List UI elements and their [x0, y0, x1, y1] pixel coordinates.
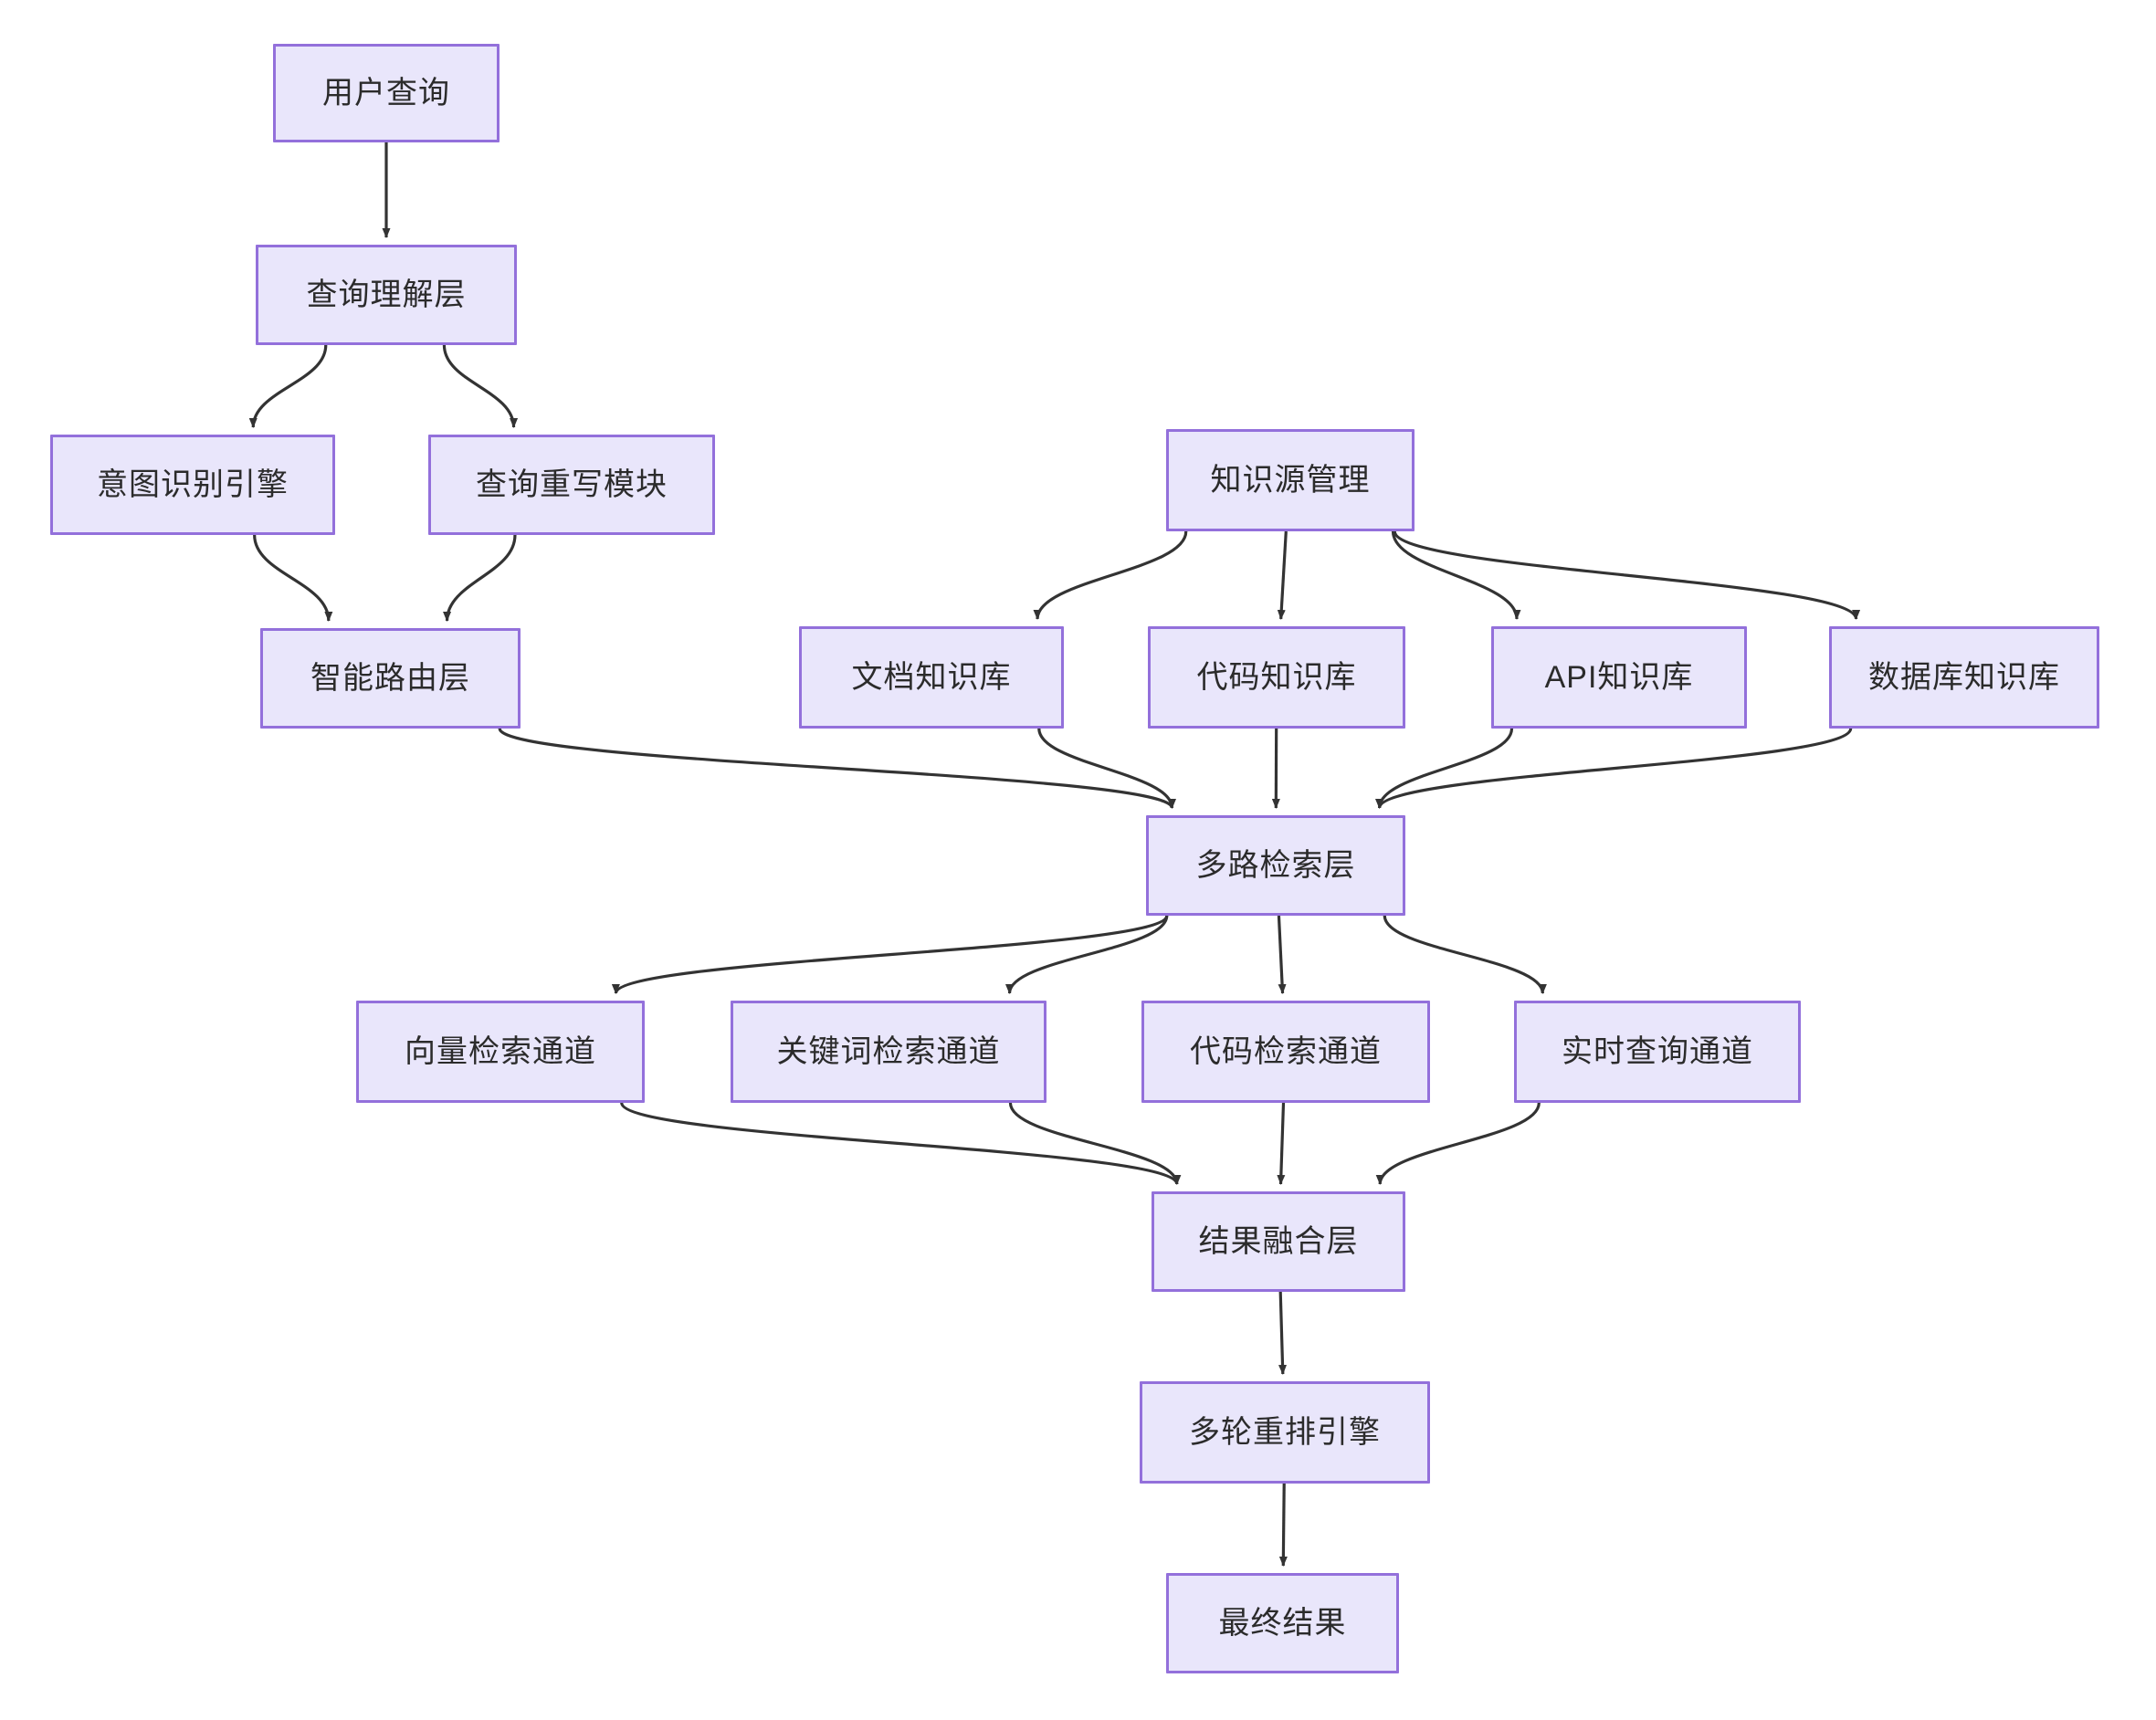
- edge-intent_engine-to-smart_router: [253, 534, 333, 622]
- node-label: 关键词检索通道: [776, 1033, 1001, 1069]
- edge-query_understand-to-query_rewrite: [442, 344, 519, 428]
- edge-knowledge_mgmt-to-db_kb: [1393, 530, 1860, 620]
- edge-multi_retrieval-to-vector_channel: [612, 915, 1169, 994]
- node-doc_kb[interactable]: 文档知识库: [799, 626, 1064, 729]
- node-label: 意图识别引擎: [97, 467, 289, 502]
- node-keyword_channel[interactable]: 关键词检索通道: [731, 1001, 1046, 1103]
- node-label: 代码知识库: [1196, 659, 1357, 695]
- edge-vector_channel-to-fusion_layer: [620, 1102, 1182, 1185]
- node-label: 查询理解层: [306, 277, 467, 312]
- edge-query_rewrite-to-smart_router: [443, 534, 517, 622]
- node-api_kb[interactable]: API知识库: [1491, 626, 1747, 729]
- node-final_result[interactable]: 最终结果: [1166, 1573, 1399, 1673]
- edge-knowledge_mgmt-to-api_kb: [1391, 530, 1521, 620]
- node-label: API知识库: [1544, 659, 1694, 695]
- node-rerank_engine[interactable]: 多轮重排引擎: [1140, 1381, 1430, 1484]
- node-label: 代码检索通道: [1190, 1033, 1382, 1069]
- node-realtime_channel[interactable]: 实时查询通道: [1514, 1001, 1801, 1103]
- node-query_understand[interactable]: 查询理解层: [256, 245, 517, 345]
- node-smart_router[interactable]: 智能路由层: [260, 628, 521, 729]
- node-knowledge_mgmt[interactable]: 知识源管理: [1166, 429, 1415, 531]
- edge-doc_kb-to-multi_retrieval: [1037, 728, 1176, 809]
- edge-knowledge_mgmt-to-code_kb: [1277, 530, 1288, 620]
- node-fusion_layer[interactable]: 结果融合层: [1152, 1191, 1405, 1292]
- node-code_kb[interactable]: 代码知识库: [1148, 626, 1405, 729]
- edge-fusion_layer-to-rerank_engine: [1278, 1291, 1288, 1375]
- node-label: 向量检索通道: [405, 1033, 596, 1069]
- node-label: 文档知识库: [851, 659, 1012, 695]
- node-label: 智能路由层: [310, 660, 470, 696]
- node-user_query[interactable]: 用户查询: [273, 44, 500, 142]
- edge-code_channel-to-fusion_layer: [1277, 1102, 1286, 1185]
- node-multi_retrieval[interactable]: 多路检索层: [1146, 815, 1405, 916]
- node-vector_channel[interactable]: 向量检索通道: [356, 1001, 645, 1103]
- edge-multi_retrieval-to-code_channel: [1277, 915, 1287, 994]
- edge-knowledge_mgmt-to-doc_kb: [1033, 530, 1188, 620]
- edge-smart_router-to-multi_retrieval: [498, 728, 1176, 809]
- node-label: 多轮重排引擎: [1189, 1414, 1381, 1450]
- node-label: 数据库知识库: [1868, 659, 2060, 695]
- node-label: 最终结果: [1218, 1605, 1347, 1641]
- node-label: 查询重写模块: [476, 467, 668, 502]
- node-label: 多路检索层: [1195, 847, 1356, 883]
- edge-keyword_channel-to-fusion_layer: [1008, 1102, 1182, 1185]
- node-intent_engine[interactable]: 意图识别引擎: [50, 435, 335, 535]
- edge-realtime_channel-to-fusion_layer: [1375, 1102, 1541, 1185]
- edge-multi_retrieval-to-realtime_channel: [1383, 915, 1547, 994]
- edge-db_kb-to-multi_retrieval: [1375, 728, 1853, 809]
- edge-rerank_engine-to-final_result: [1278, 1483, 1288, 1567]
- edge-multi_retrieval-to-keyword_channel: [1005, 915, 1169, 994]
- node-label: 用户查询: [322, 75, 450, 110]
- node-query_rewrite[interactable]: 查询重写模块: [428, 435, 715, 535]
- edge-query_understand-to-intent_engine: [248, 344, 328, 428]
- node-label: 实时查询通道: [1562, 1033, 1753, 1069]
- node-db_kb[interactable]: 数据库知识库: [1829, 626, 2099, 729]
- node-label: 知识源管理: [1210, 462, 1371, 498]
- node-label: 结果融合层: [1198, 1223, 1359, 1259]
- node-code_channel[interactable]: 代码检索通道: [1141, 1001, 1430, 1103]
- edge-api_kb-to-multi_retrieval: [1375, 728, 1514, 809]
